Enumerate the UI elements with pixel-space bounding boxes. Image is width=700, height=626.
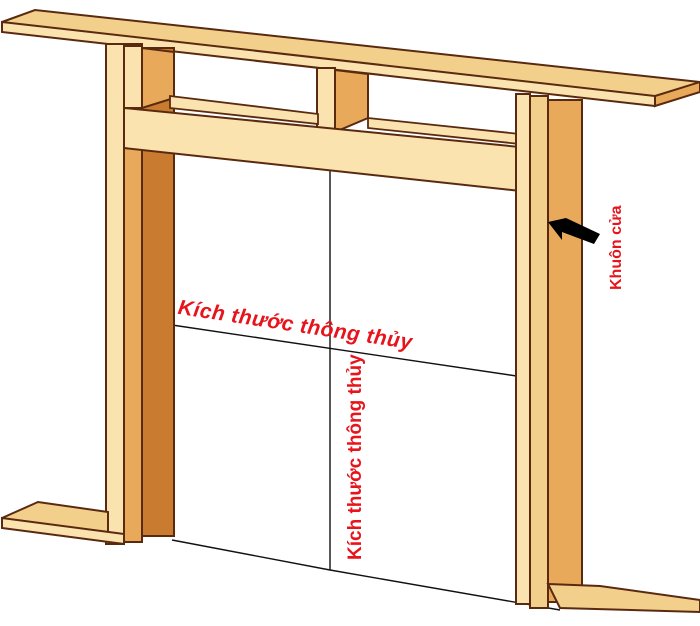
right-jamb xyxy=(515,93,583,609)
arrow-icon xyxy=(548,218,600,244)
door-frame-label: Khuôn cửa xyxy=(608,205,625,290)
right-sole-plate xyxy=(546,582,700,614)
left-sole-plate xyxy=(0,500,125,546)
middle-cripple-stud xyxy=(316,67,369,134)
clear-height-label: Kích thước thông thủy xyxy=(345,354,366,560)
top-header-board xyxy=(0,8,700,108)
measurement-guides xyxy=(171,160,531,570)
left-cripple-stud xyxy=(123,45,175,110)
